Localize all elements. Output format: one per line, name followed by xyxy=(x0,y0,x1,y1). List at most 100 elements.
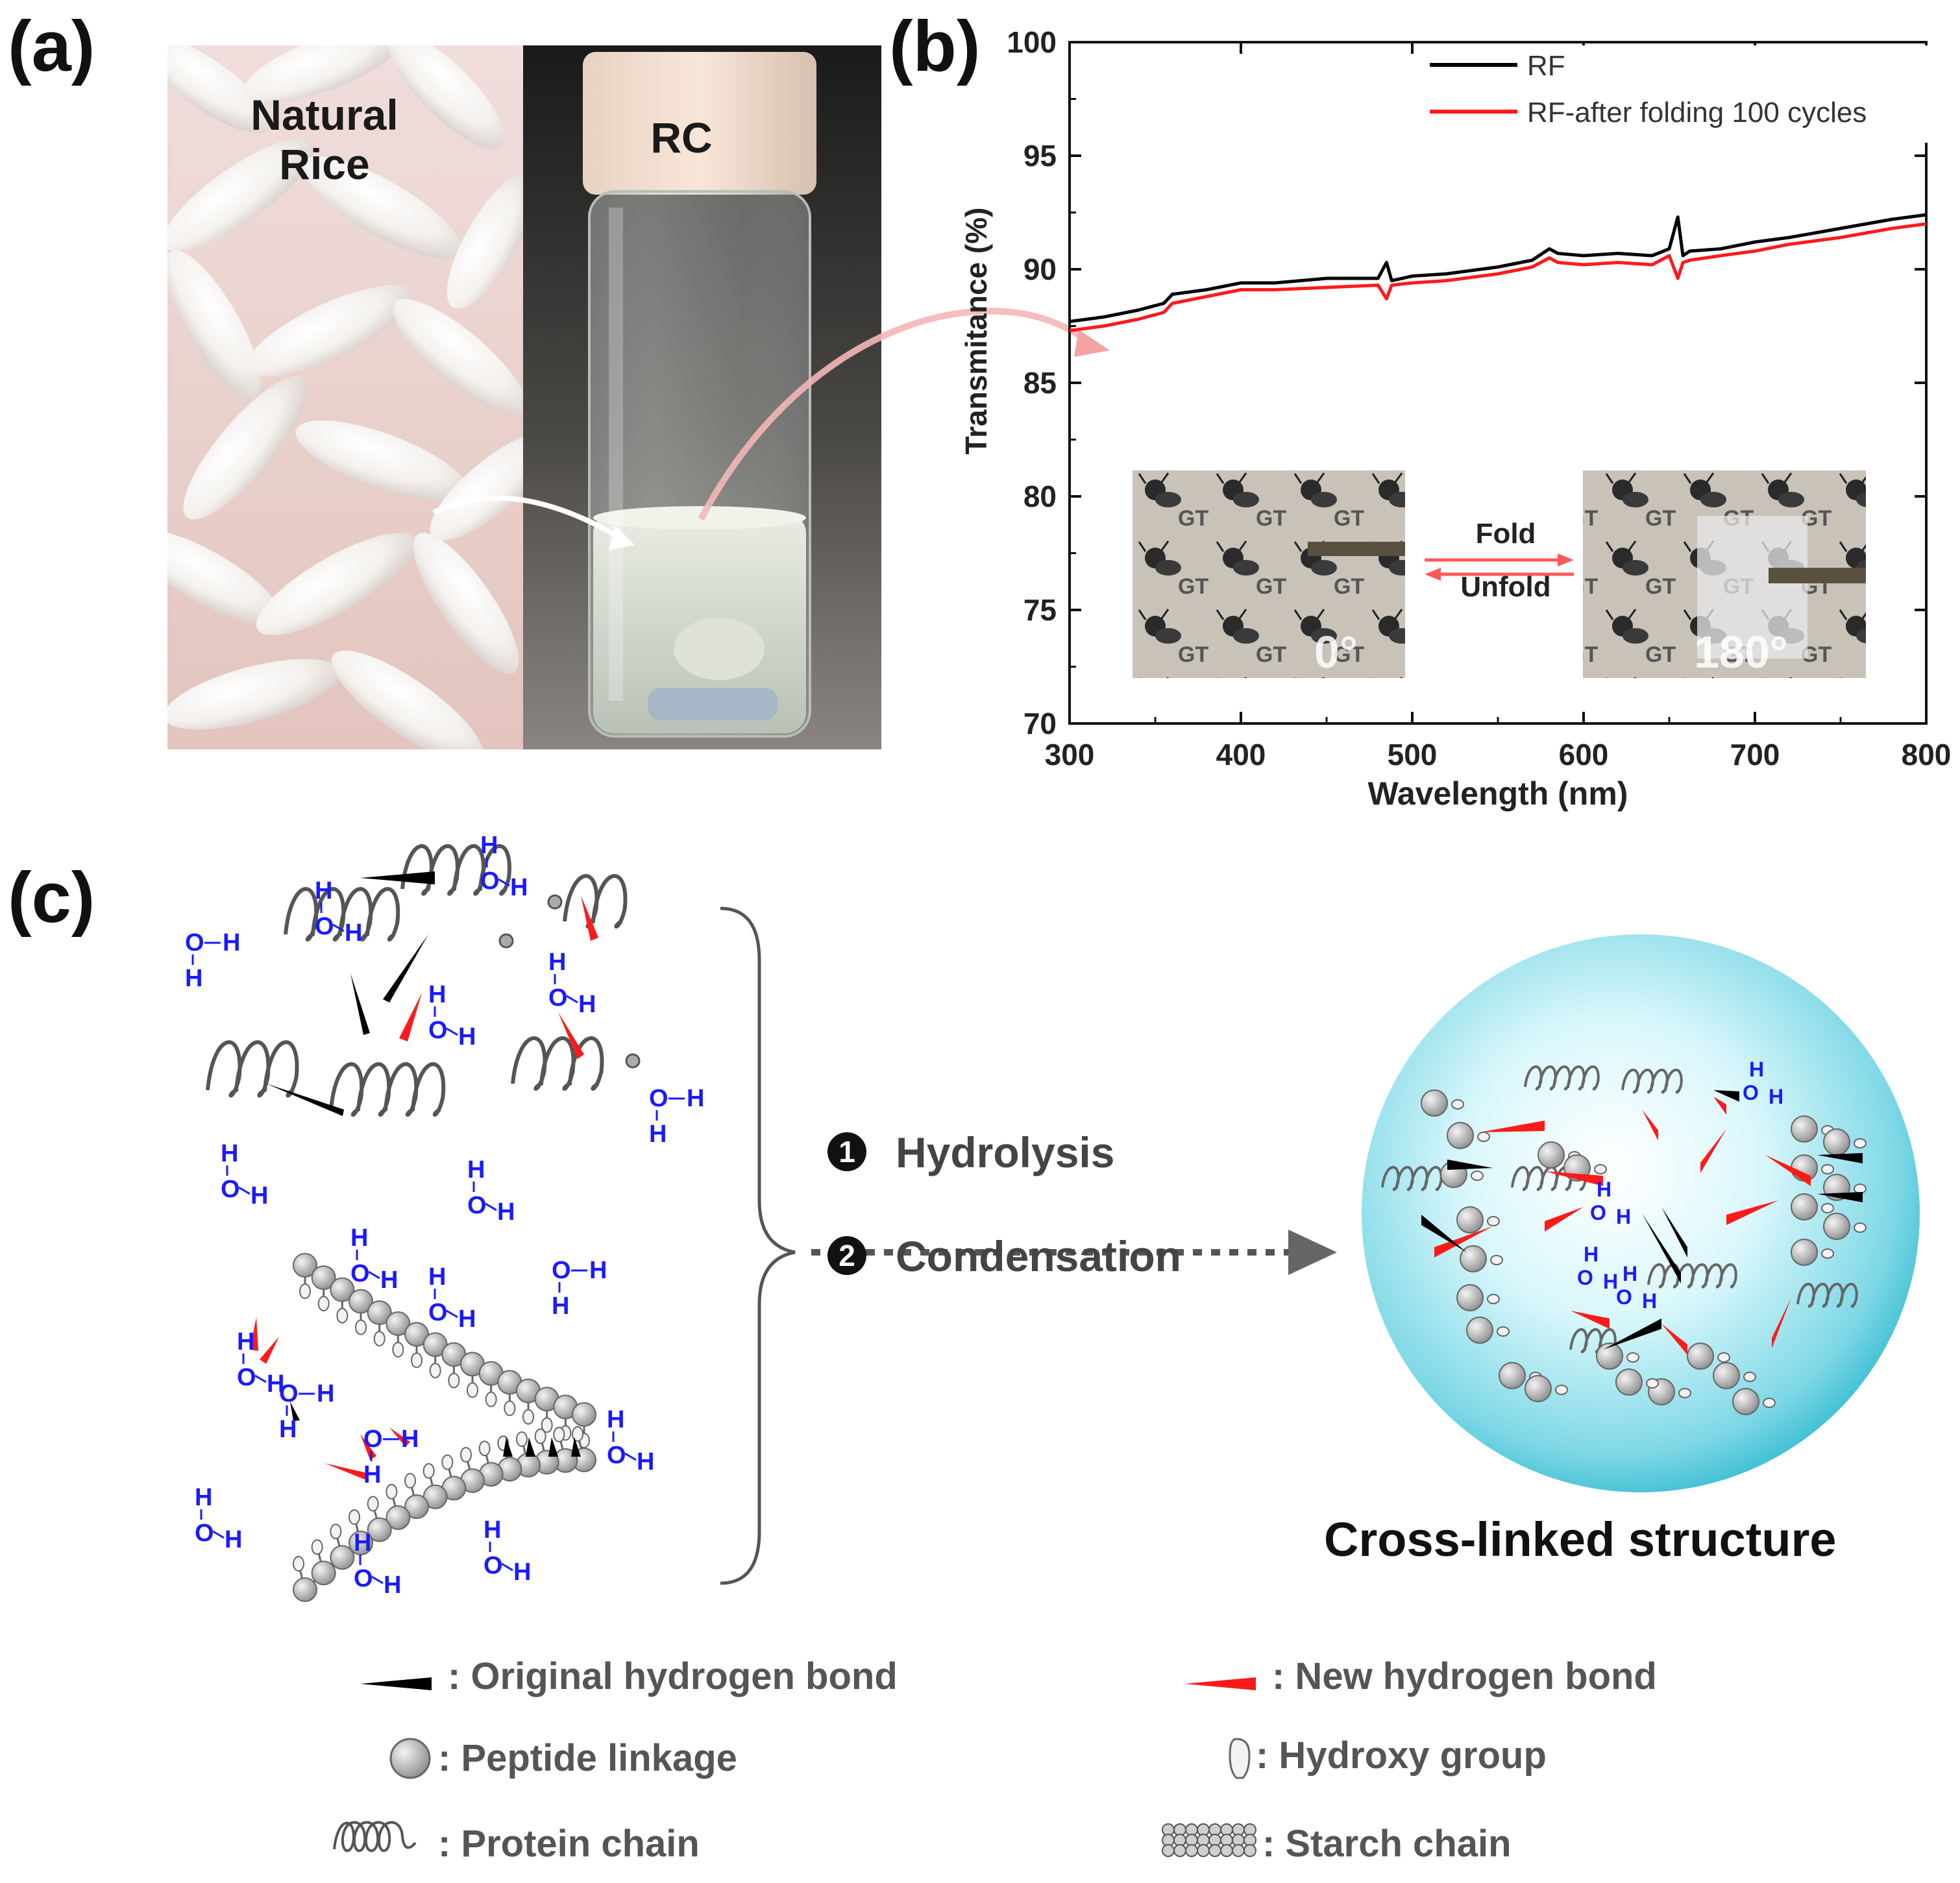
new-bond xyxy=(1765,1155,1811,1186)
original-bond xyxy=(1817,1192,1863,1202)
protein-coil-small xyxy=(1796,1283,1858,1308)
legend-symbols xyxy=(333,1677,1256,1857)
vial xyxy=(583,52,816,738)
inset-left-photo xyxy=(1133,470,1405,678)
hydroxy-group xyxy=(1487,1294,1500,1304)
water-bond xyxy=(501,1562,513,1572)
bracket xyxy=(720,906,796,1585)
hydroxy-symbol xyxy=(1229,1738,1251,1779)
peptide-ball xyxy=(404,1322,429,1347)
starch-ball xyxy=(1185,1844,1198,1857)
x-tick-label: 300 xyxy=(1045,738,1095,771)
peptide-ball xyxy=(1456,1206,1484,1233)
water-h: H xyxy=(267,1370,284,1398)
y-tick-label: 80 xyxy=(1023,480,1057,513)
starch-ball xyxy=(1208,1844,1221,1857)
water-h: H xyxy=(279,1416,297,1443)
hydroxy-group xyxy=(317,1296,330,1312)
hydroxy-group xyxy=(423,1463,435,1479)
water-h: H xyxy=(221,1140,238,1167)
y-tick-label: 100 xyxy=(1007,26,1057,59)
hydroxy-group xyxy=(411,1352,423,1368)
hydroxy-group xyxy=(478,1440,491,1457)
protein-coil-small xyxy=(1381,1166,1443,1191)
new-bond xyxy=(1545,1207,1584,1232)
step-2-label: Condensation xyxy=(896,1232,1181,1280)
water-o: O xyxy=(1616,1285,1632,1309)
water-o: O xyxy=(548,984,568,1012)
water-o: O xyxy=(363,1426,383,1453)
peptide-ball xyxy=(386,1505,411,1530)
peptide-ball xyxy=(1732,1388,1759,1415)
hydroxy-group xyxy=(485,1391,497,1407)
hydroxy-group xyxy=(541,1417,553,1433)
vial-cap xyxy=(583,52,816,195)
water-o: O xyxy=(607,1442,626,1469)
peptide-ball xyxy=(1713,1362,1740,1389)
x-tick-label: 600 xyxy=(1559,738,1609,771)
series-line-2 xyxy=(1069,222,1927,332)
water-h: H xyxy=(225,1526,242,1553)
coil-end xyxy=(625,1053,641,1069)
water-o: O xyxy=(195,1520,214,1547)
water-h: H xyxy=(185,965,202,992)
legend-new-bond: : New hydrogen bond xyxy=(1272,1655,1657,1697)
legend-starch: : Starch chain xyxy=(1262,1823,1512,1865)
water-h: H xyxy=(1584,1243,1599,1266)
hydroxy-group xyxy=(1821,1203,1834,1213)
legend-original-bond: : Original hydrogen bond xyxy=(448,1655,898,1697)
water-h: H xyxy=(384,1572,401,1599)
water-h: H xyxy=(589,1257,607,1284)
new-bond xyxy=(1713,1097,1726,1115)
original-bond xyxy=(1421,1215,1467,1252)
water-h: H xyxy=(1623,1262,1637,1285)
water-o: O xyxy=(552,1257,571,1284)
original-bond xyxy=(1713,1090,1739,1102)
step-2-badge: 2 xyxy=(827,1236,866,1275)
peptide-ball xyxy=(1791,1239,1818,1266)
water-h: H xyxy=(428,981,446,1008)
hydroxy-group xyxy=(534,1428,546,1444)
peptide-ball xyxy=(386,1311,411,1336)
water-bond xyxy=(446,1027,458,1036)
peptide-ball xyxy=(367,1517,392,1542)
hydroxy-group xyxy=(441,1454,454,1470)
hydroxy-group xyxy=(1821,1164,1834,1174)
legend-icons xyxy=(360,871,435,884)
angle-0-label: 0° xyxy=(1314,627,1358,677)
legend-box xyxy=(1417,45,1929,143)
hydroxy-group xyxy=(355,1319,367,1335)
peptide-ball xyxy=(293,1577,317,1602)
peptide-ball xyxy=(1466,1317,1493,1344)
hydroxy-group xyxy=(1678,1388,1691,1398)
rice-vial-photo xyxy=(167,45,881,749)
x-tick-label: 700 xyxy=(1730,738,1780,771)
coil-end xyxy=(547,894,563,910)
protein-coil xyxy=(329,1062,446,1117)
water-h: H xyxy=(1749,1058,1764,1081)
legend-peptide: : Peptide linkage xyxy=(438,1737,737,1779)
peptide-ball xyxy=(349,1289,373,1314)
water-h: H xyxy=(458,1306,476,1333)
hydroxy-group xyxy=(1487,1216,1500,1226)
water-o: O xyxy=(315,913,334,940)
hydroxy-group xyxy=(1854,1222,1867,1233)
hydroxy-group xyxy=(448,1372,460,1389)
hydrogen-bonds-initial xyxy=(250,895,598,1479)
protein-coil-small xyxy=(1647,1263,1737,1289)
peptide-symbol xyxy=(389,1738,431,1779)
new-bond xyxy=(1434,1226,1493,1257)
new-bond xyxy=(1571,1311,1610,1329)
water-o: O xyxy=(279,1380,299,1407)
starch-ball xyxy=(1243,1844,1256,1857)
x-tick-label: 400 xyxy=(1216,738,1266,771)
series-line-1 xyxy=(1069,213,1927,323)
x-axis-label: Wavelength (nm) xyxy=(1368,775,1628,812)
water-h: H xyxy=(401,1426,419,1453)
protein-coil-small xyxy=(1524,1065,1600,1091)
panel-c-label: (c) xyxy=(8,858,95,938)
peptide-ball xyxy=(1791,1115,1818,1143)
rice-grains xyxy=(167,45,554,749)
hydroxy-group xyxy=(522,1409,534,1425)
